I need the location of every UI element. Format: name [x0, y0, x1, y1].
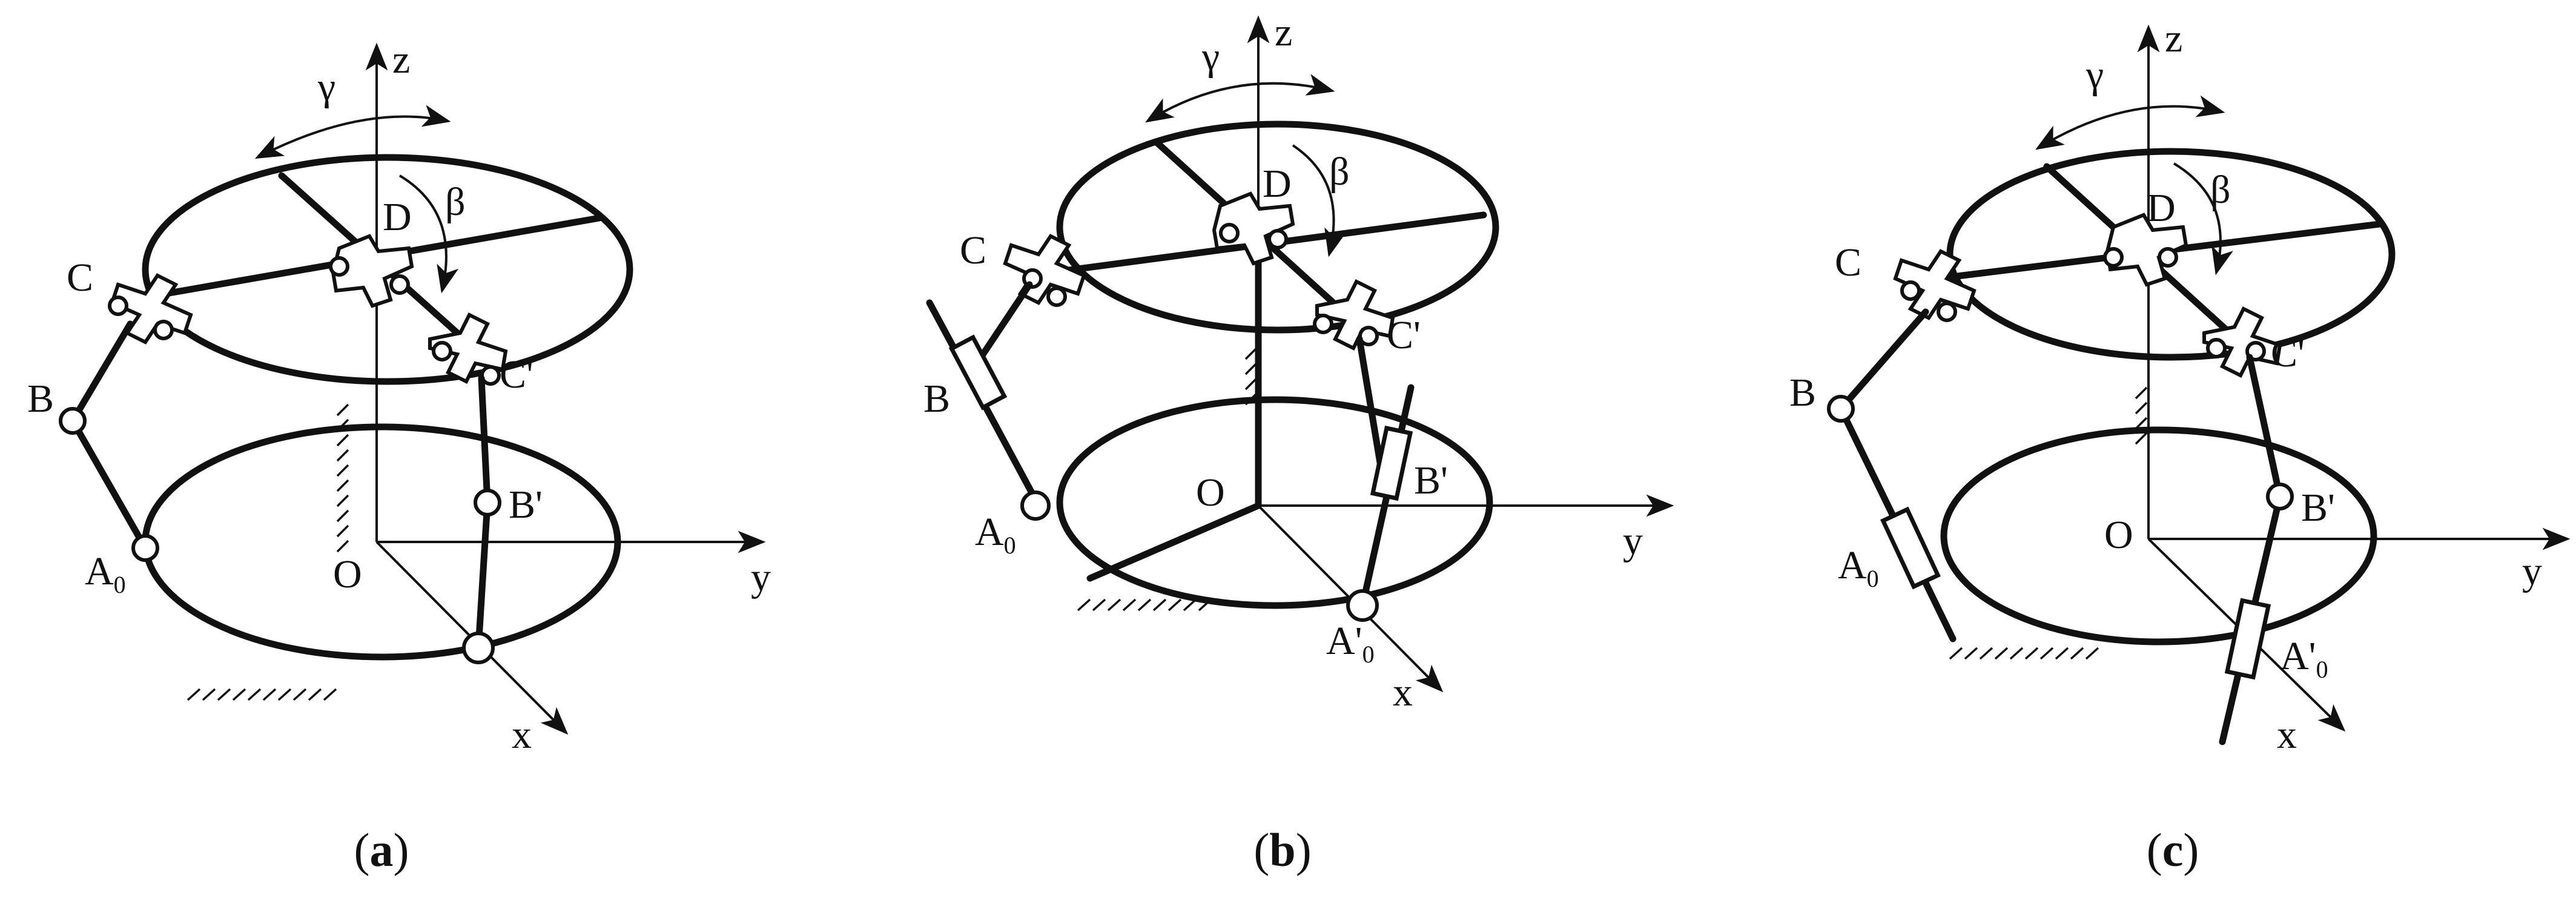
panel-c: z y x O γ β D C C' B B' A0 A'0 (c) [1789, 16, 2571, 876]
label-z: z [392, 38, 410, 82]
beta-arc [2173, 162, 2233, 276]
label-x: x [1393, 670, 1413, 715]
joint-b-prime [474, 489, 501, 517]
label-z: z [1275, 10, 1292, 54]
base-ellipse [1940, 426, 2377, 645]
label-b: B [1789, 371, 1816, 415]
slider-b [948, 334, 1008, 411]
joint-a0 [131, 534, 159, 562]
label-y: y [1623, 519, 1643, 563]
label-beta: β [445, 180, 466, 224]
label-a0: A0 [975, 510, 1016, 559]
label-x: x [2277, 713, 2297, 757]
joint-d [1212, 191, 1295, 266]
label-gamma: γ [1201, 35, 1220, 79]
label-b-prime: B' [2301, 486, 2335, 530]
joint-d [329, 234, 414, 308]
beta-arc [398, 174, 459, 294]
label-d: D [383, 195, 412, 239]
ground-hatch [187, 403, 349, 701]
gamma-arc [2035, 95, 2225, 150]
joint-a0 [1020, 490, 1051, 521]
label-beta: β [2210, 168, 2231, 212]
joint-b-prime [2266, 483, 2294, 510]
label-x: x [512, 713, 532, 757]
joint-c [1003, 234, 1086, 307]
slider-b-prime [1370, 425, 1413, 501]
ground-hatch [1077, 347, 1258, 612]
joint-c-prime [2202, 306, 2282, 378]
label-c-prime: C' [500, 352, 533, 397]
base-ellipse [1056, 396, 1493, 609]
label-gamma: γ [2086, 53, 2104, 97]
joint-b [59, 407, 87, 435]
label-c: C [1835, 240, 1861, 285]
joint-a0-prime [1346, 589, 1379, 622]
label-d: D [2147, 186, 2176, 230]
slider-a0 [1880, 506, 1941, 590]
label-gamma: γ [317, 65, 335, 109]
label-beta: β [1329, 150, 1350, 194]
panel-a: z y x O γ β D C C' B B' A0 (a) [27, 38, 771, 876]
caption-c: (c) [2147, 824, 2199, 876]
gamma-arc [1145, 74, 1335, 123]
label-d: D [1263, 162, 1292, 206]
caption-b: (b) [1253, 824, 1311, 876]
label-z: z [2165, 16, 2182, 61]
label-o: O [2104, 513, 2133, 557]
joint-d [2103, 213, 2188, 287]
label-b-prime: B' [509, 483, 543, 527]
label-b-prime: B' [1414, 458, 1448, 503]
joint-b [1827, 395, 1855, 423]
label-b: B [27, 377, 54, 421]
label-c-prime: C' [2271, 331, 2305, 375]
label-y: y [2522, 549, 2542, 593]
slider-a0-prime [2224, 598, 2271, 680]
platform-ellipse [1056, 121, 1499, 334]
label-o: O [333, 552, 362, 596]
label-y: y [751, 555, 771, 599]
joint-a0-prime [462, 632, 495, 664]
label-a0: A0 [85, 549, 126, 598]
panel-b: z y x O γ β D C C' B B' A0 A'0 (b) [923, 10, 1674, 876]
ground-hatch [1949, 386, 2148, 660]
label-o: O [1196, 470, 1225, 515]
joint-c [1893, 249, 1977, 322]
label-c: C [960, 228, 986, 272]
joint-c-prime [1313, 279, 1395, 351]
caption-a: (a) [354, 824, 409, 876]
joint-c [108, 273, 193, 345]
label-c-prime: C' [1387, 313, 1421, 357]
label-a0-prime: A'0 [1326, 619, 1375, 668]
joint-c-prime [428, 312, 508, 386]
gamma-arc [254, 105, 451, 159]
label-a0: A0 [1838, 543, 1879, 592]
label-c: C [67, 256, 93, 300]
label-b: B [923, 377, 950, 421]
label-a0-prime: A'0 [2280, 634, 2328, 683]
